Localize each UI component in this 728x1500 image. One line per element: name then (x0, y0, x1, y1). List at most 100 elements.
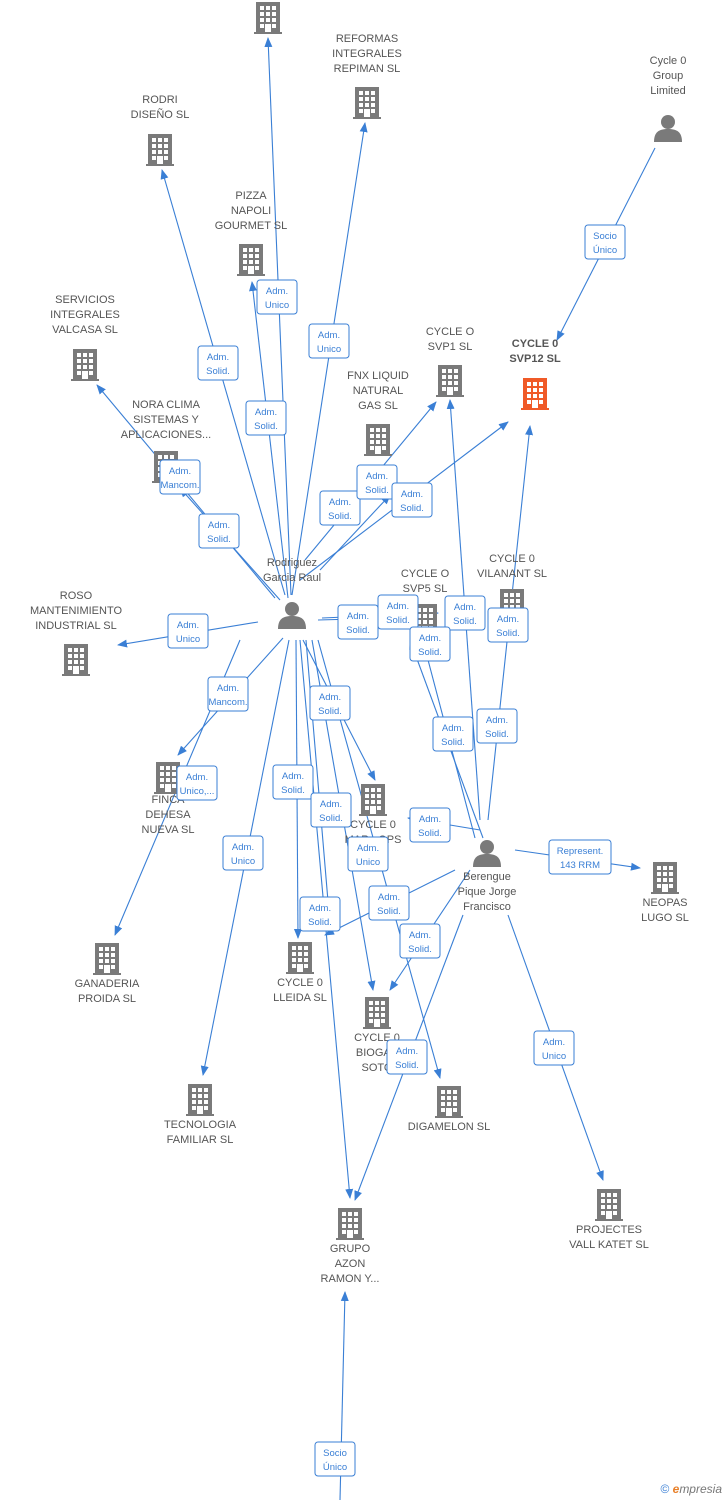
building-icon[interactable] (93, 943, 121, 975)
relation-badge[interactable]: Adm.Solid. (391, 482, 433, 518)
relation-box[interactable] (309, 685, 351, 721)
relation-badge[interactable]: Adm.Solid. (476, 708, 518, 744)
relation-badge[interactable]: Adm.Unico (167, 613, 209, 649)
relation-badge[interactable]: Adm.Unico (347, 836, 389, 872)
relation-box[interactable] (386, 1039, 428, 1075)
relation-box[interactable] (207, 676, 249, 712)
relation-box[interactable] (347, 836, 389, 872)
relation-badge[interactable]: Adm.Solid. (337, 604, 379, 640)
relation-badge[interactable]: Adm.Solid. (409, 807, 451, 843)
relation-box[interactable] (356, 464, 398, 500)
building-icon[interactable] (254, 2, 282, 34)
building-icon[interactable] (146, 134, 174, 166)
relation-box[interactable] (308, 323, 350, 359)
relation-box[interactable] (272, 764, 314, 800)
building-icon[interactable] (62, 644, 90, 676)
relation-badge[interactable]: Adm.Unico,... (176, 765, 218, 801)
relation-box[interactable] (167, 613, 209, 649)
relation-box[interactable] (368, 885, 410, 921)
building-icon[interactable] (71, 349, 99, 381)
relation-badge[interactable]: Adm.Mancom. (159, 459, 201, 495)
relation-badge[interactable]: Adm.Unico (533, 1030, 575, 1066)
relation-box[interactable] (299, 896, 341, 932)
relation-badge[interactable]: Adm.Solid. (319, 490, 361, 526)
relation-box[interactable] (319, 490, 361, 526)
building-icon[interactable] (359, 784, 387, 816)
relation-badge[interactable]: Adm.Solid. (386, 1039, 428, 1075)
relation-badge[interactable]: Adm.Solid. (245, 400, 287, 436)
building-icon[interactable] (353, 87, 381, 119)
person-icon[interactable] (473, 840, 501, 867)
relation-badge[interactable]: Adm.Solid. (487, 607, 529, 643)
person-icon[interactable] (654, 115, 682, 142)
building-icon[interactable] (435, 1086, 463, 1118)
relation-badge[interactable]: Adm.Unico (308, 323, 350, 359)
relation-box[interactable] (256, 279, 298, 315)
relation-box[interactable] (409, 807, 451, 843)
building-icon[interactable] (364, 424, 392, 456)
relation-box[interactable] (487, 607, 529, 643)
building-icon[interactable] (336, 1208, 364, 1240)
relation-box[interactable] (245, 400, 287, 436)
relation-badge[interactable]: Adm.Solid. (377, 594, 419, 630)
node-top[interactable] (254, 2, 282, 34)
relation-badge[interactable]: Adm.Solid. (198, 513, 240, 549)
relation-box[interactable] (399, 923, 441, 959)
relation-box[interactable] (314, 1441, 356, 1477)
relation-badge[interactable]: Adm.Solid. (399, 923, 441, 959)
building-icon[interactable] (237, 244, 265, 276)
relation-badge[interactable]: Represent.143 RRM (548, 839, 612, 875)
relation-badge[interactable]: Adm.Mancom. (207, 676, 249, 712)
relation-box[interactable] (584, 224, 626, 260)
relation-badge[interactable]: Adm.Solid. (368, 885, 410, 921)
relation-badge[interactable]: Adm.Solid. (444, 595, 486, 631)
footer-brand[interactable]: © empresia (660, 1482, 722, 1496)
relation-badge[interactable]: Adm.Solid. (272, 764, 314, 800)
relation-badge[interactable]: Adm.Solid. (432, 716, 474, 752)
relation-box[interactable] (444, 595, 486, 631)
relation-box[interactable] (197, 345, 239, 381)
relation-badge[interactable]: Adm.Solid. (409, 626, 451, 662)
relation-box[interactable] (409, 626, 451, 662)
relation-badge[interactable]: Adm.Solid. (309, 685, 351, 721)
relation-box[interactable] (548, 839, 612, 875)
node-digamelon[interactable]: DIGAMELON SL (408, 1086, 491, 1133)
building-icon[interactable] (286, 942, 314, 974)
relation-box[interactable] (176, 765, 218, 801)
building-icon[interactable] (363, 997, 391, 1029)
building-icon[interactable] (595, 1189, 623, 1221)
relation-badge[interactable]: Adm.Unico (256, 279, 298, 315)
relation-box[interactable] (533, 1030, 575, 1066)
building-icon[interactable] (186, 1084, 214, 1116)
relation-box[interactable] (432, 716, 474, 752)
relation-box[interactable] (391, 482, 433, 518)
building-icon[interactable] (436, 365, 464, 397)
relation-badge[interactable]: Adm.Solid. (310, 792, 352, 828)
person-icon[interactable] (278, 602, 306, 629)
building-icon[interactable] (651, 862, 679, 894)
relation-box[interactable] (476, 708, 518, 744)
building-icon[interactable] (521, 378, 549, 410)
relation-badge[interactable]: Adm.Solid. (299, 896, 341, 932)
relation-box[interactable] (310, 792, 352, 828)
